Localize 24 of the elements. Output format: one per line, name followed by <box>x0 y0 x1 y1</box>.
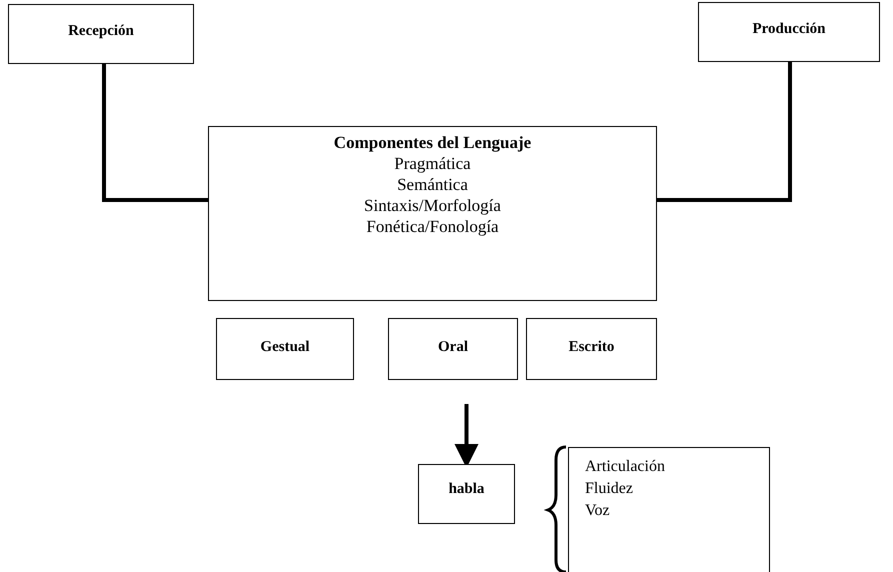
process-box <box>216 318 354 380</box>
process-box <box>418 464 515 524</box>
connector-line <box>657 62 792 202</box>
process-box <box>8 4 194 64</box>
box-heading: Producción <box>751 20 827 39</box>
process-box <box>526 318 657 380</box>
process-box <box>388 318 518 380</box>
process-box <box>208 126 657 301</box>
box-heading: Gestual <box>259 338 311 357</box>
box-heading: Oral <box>437 338 469 357</box>
box-text: Fonética/Fonología <box>365 216 500 237</box>
connector-line <box>102 64 208 202</box>
process-box <box>698 2 880 62</box>
box-heading: Escrito <box>568 338 616 357</box>
box-heading: Componentes del Lenguaje <box>332 132 532 153</box>
box-heading: habla <box>448 480 486 499</box>
box-text: Pragmática <box>393 153 472 174</box>
list-box <box>568 447 770 572</box>
box-text: Sintaxis/Morfología <box>363 195 502 216</box>
box-text: Articulación <box>585 457 666 477</box>
box-heading: Recepción <box>67 22 135 41</box>
box-text: Voz <box>585 501 611 521</box>
box-text: Fluidez <box>585 479 634 499</box>
box-text: Semántica <box>396 174 469 195</box>
